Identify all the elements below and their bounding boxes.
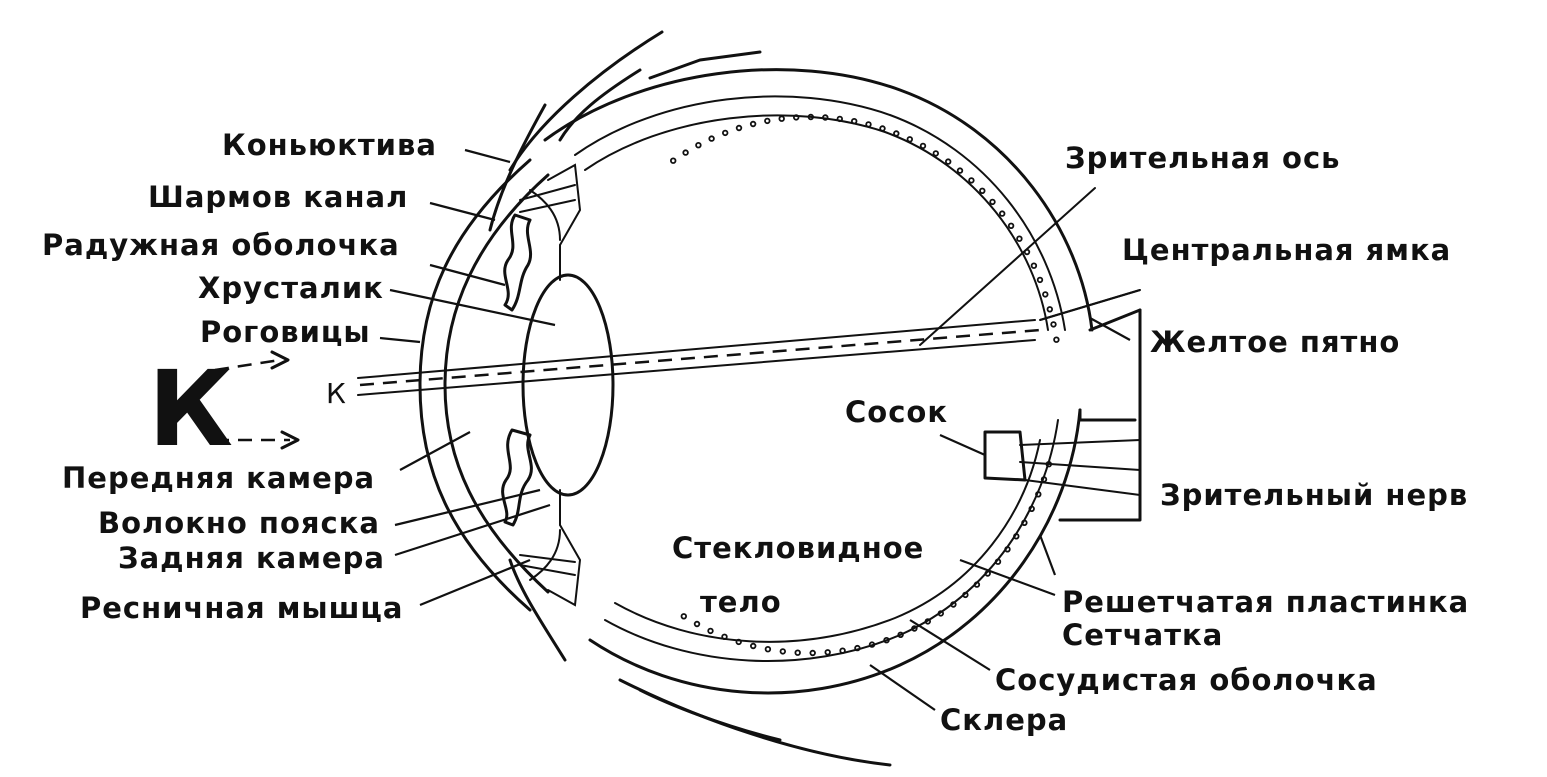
choroid-dot: [945, 158, 952, 165]
choroid-dot: [708, 135, 715, 142]
choroid-dot: [999, 210, 1006, 217]
choroid-dot: [994, 558, 1002, 565]
label-cornea: Роговицы: [200, 315, 371, 349]
label-vitreous-2: тело: [700, 585, 782, 619]
choroid-dot: [809, 649, 816, 657]
choroid-dot: [1036, 276, 1044, 284]
choroid-dot: [893, 130, 900, 137]
choroid-dot: [779, 648, 786, 655]
choroid-dot: [1016, 235, 1023, 242]
image-letter: К: [326, 377, 346, 410]
cornea-layer: [418, 158, 550, 612]
choroid-dot: [989, 198, 996, 206]
label-retina: Сетчатка: [1062, 618, 1223, 652]
optic-nerve-shape: [983, 308, 1142, 522]
label-optic-disc: Сосок: [845, 395, 948, 429]
choroid-dot: [735, 124, 743, 132]
choroid-dot: [1004, 546, 1011, 553]
choroid-dot: [956, 167, 964, 174]
choroid-dot: [1046, 306, 1053, 313]
choroid-dot: [1053, 336, 1060, 343]
label-lens: Хрусталик: [198, 271, 384, 305]
choroid-dot: [1013, 533, 1020, 540]
eyelid-folds: [488, 30, 892, 767]
choroid-dot: [919, 142, 927, 150]
light-rays: [357, 187, 1141, 396]
choroid-dot: [1030, 262, 1038, 269]
choroid-dot: [897, 631, 904, 638]
choroid-dot: [707, 627, 714, 635]
choroid-dot: [911, 625, 918, 632]
choroid-dot: [722, 129, 729, 137]
sclera-layer: [543, 68, 1094, 695]
label-optic-nerve: Зрительный нерв: [1160, 478, 1468, 512]
choroid-dot: [839, 647, 846, 654]
choroid-dot: [1050, 321, 1057, 328]
choroid-dot: [778, 115, 785, 122]
label-posterior-chamber: Задняя камера: [118, 541, 385, 575]
label-zonule-fibers: Волокно пояска: [98, 506, 380, 540]
choroid-dot: [794, 649, 801, 656]
label-anterior-chamber: Передняя камера: [62, 461, 375, 495]
choroid-dot: [836, 115, 843, 123]
label-visual-axis: Зрительная ось: [1065, 141, 1341, 175]
choroid-dot: [924, 618, 931, 625]
iris-shape: [501, 189, 561, 581]
choroid-dot: [879, 125, 886, 132]
labels: Коньюктива Шармов канал Радужная оболочк…: [42, 128, 1469, 737]
choroid-dot: [680, 613, 687, 620]
choroid-dot: [1035, 491, 1042, 498]
choroid-dot: [883, 637, 890, 644]
label-conjunctiva: Коньюктива: [222, 128, 437, 162]
choroid-dot: [865, 121, 872, 128]
choroid-dot: [906, 136, 913, 143]
choroid-dot: [973, 581, 981, 588]
leader-lines: [379, 148, 1141, 711]
label-lamina-cribrosa: Решетчатая пластинка: [1062, 585, 1469, 619]
choroid-dot: [750, 642, 757, 650]
choroid-dot: [822, 114, 829, 121]
label-fovea: Центральная ямка: [1122, 233, 1451, 267]
choroid-dot: [1042, 291, 1049, 298]
label-ciliary-muscle: Ресничная мышца: [80, 591, 404, 625]
choroid-dot: [937, 610, 944, 617]
choroid-dot: [868, 641, 876, 648]
label-iris: Радужная оболочка: [42, 228, 400, 262]
choroid-dots: [670, 113, 1060, 657]
choroid-dot: [695, 141, 702, 149]
object-arrows: [214, 350, 300, 450]
choroid-dot: [749, 120, 757, 128]
choroid-dot: [979, 187, 986, 194]
choroid-dot: [682, 149, 689, 156]
choroid-dot: [962, 591, 969, 599]
choroid-dot: [1021, 519, 1028, 526]
choroid-dot: [764, 117, 771, 125]
object-letter: К: [148, 348, 233, 470]
choroid-dot: [693, 620, 701, 628]
choroid-dot: [824, 649, 831, 656]
choroid-dot: [1028, 505, 1035, 512]
label-vitreous-1: Стекловидное: [672, 531, 924, 565]
label-sclera: Склера: [940, 703, 1068, 737]
choroid-dot: [764, 646, 772, 653]
choroid-dot: [793, 114, 800, 121]
label-choroid: Сосудистая оболочка: [995, 663, 1378, 697]
choroid-dot: [950, 601, 957, 608]
lens-shape: [521, 273, 615, 497]
choroid-dot: [735, 638, 742, 646]
choroid-dot: [670, 157, 677, 164]
choroid-dot: [932, 150, 939, 157]
label-schlemm-canal: Шармов канал: [148, 180, 408, 214]
choroid-dot: [968, 177, 975, 184]
ciliary-body: [519, 163, 582, 607]
choroid-dot: [854, 644, 861, 652]
label-macula: Желтое пятно: [1150, 325, 1400, 359]
choroid-dot: [1007, 222, 1015, 229]
choroid-dot: [807, 113, 814, 121]
choroid-dot: [851, 117, 858, 125]
choroid-dot: [721, 633, 728, 640]
